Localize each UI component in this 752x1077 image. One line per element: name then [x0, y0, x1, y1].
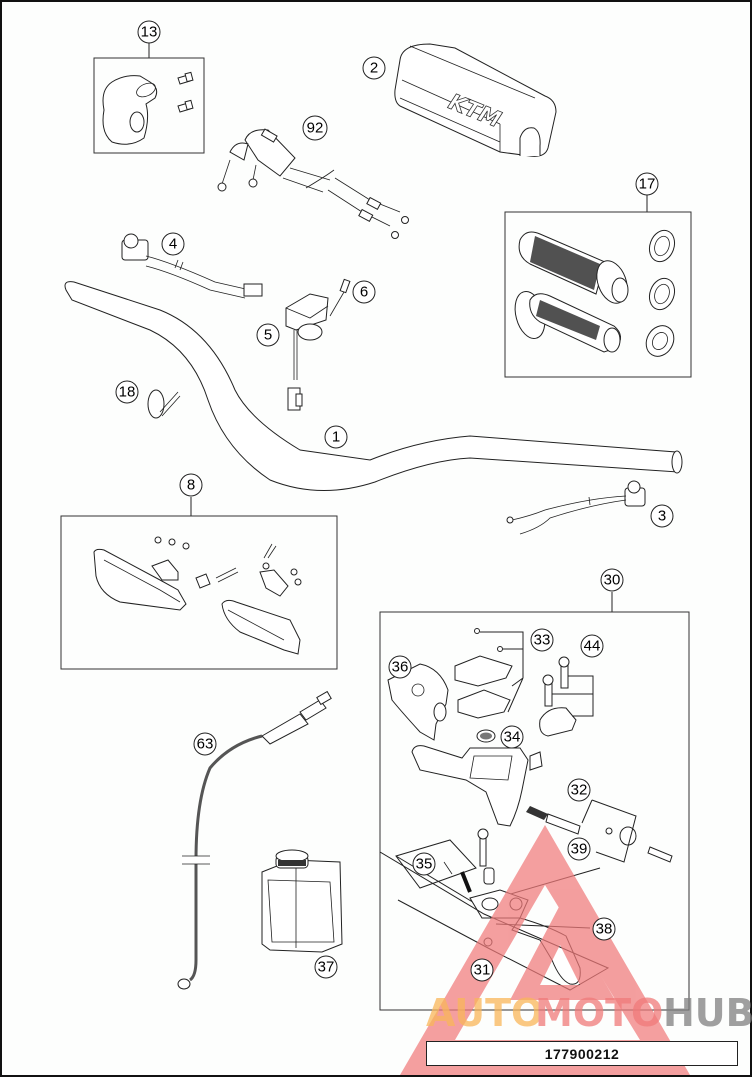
part-30-brake-master-cylinder[interactable]	[379, 592, 690, 1011]
svg-text:37: 37	[318, 959, 335, 976]
svg-text:17: 17	[639, 176, 656, 193]
part-37-cover[interactable]	[387, 663, 449, 741]
part-3-switch-right[interactable]	[506, 480, 646, 535]
callout-44[interactable]: 44	[580, 634, 604, 658]
svg-text:18: 18	[119, 384, 136, 401]
callout-1[interactable]: 1	[324, 425, 348, 449]
callout-38[interactable]: 38	[592, 917, 616, 941]
svg-text:1: 1	[332, 429, 340, 446]
part-32-piston-kit[interactable]	[526, 799, 673, 863]
part-33-reservoir-cap[interactable]	[454, 628, 524, 719]
callout-34[interactable]: 34	[500, 725, 524, 749]
callout-5[interactable]: 5	[256, 323, 280, 347]
svg-text:44: 44	[584, 638, 601, 655]
callout-36[interactable]: 37	[314, 955, 338, 979]
callout-31[interactable]: 31	[470, 958, 494, 982]
watermark-auto: AUTO	[426, 991, 543, 1035]
svg-text:3: 3	[658, 508, 666, 525]
part-44-clamp-bolts[interactable]	[539, 656, 594, 737]
part-1-handlebar[interactable]	[64, 281, 683, 492]
callout-30[interactable]: 30	[600, 568, 624, 592]
svg-text:2: 2	[370, 60, 378, 77]
svg-text:8: 8	[187, 477, 195, 494]
part-63-brake-line[interactable]	[177, 690, 332, 990]
svg-text:39: 39	[571, 841, 588, 858]
reference-number: 177900212	[544, 1045, 620, 1062]
svg-text:6: 6	[360, 284, 368, 301]
svg-text:4: 4	[169, 236, 177, 253]
reference-number-box: 177900212	[426, 1041, 738, 1066]
callout-2[interactable]: 2	[362, 56, 386, 80]
callout-92[interactable]: 92	[302, 115, 328, 141]
part-8-handguards-set[interactable]	[60, 497, 338, 670]
callout-37[interactable]: 36	[388, 655, 412, 679]
watermark-triangle	[400, 825, 690, 1075]
part-18-cable-tie[interactable]	[147, 389, 181, 419]
callout-33[interactable]: 33	[530, 628, 554, 652]
callout-3[interactable]: 3	[650, 504, 674, 528]
part-6-connector[interactable]	[329, 278, 351, 317]
watermark-hub: HUB	[663, 991, 752, 1035]
svg-text:32: 32	[571, 782, 588, 799]
svg-text:33: 33	[534, 632, 551, 649]
svg-text:63: 63	[197, 736, 214, 753]
svg-text:38: 38	[596, 921, 613, 938]
part-master-cylinder-body[interactable]	[411, 745, 543, 827]
svg-text:13: 13	[141, 24, 158, 41]
svg-text:30: 30	[604, 572, 621, 589]
watermark-text: AUTO MOTO HUB	[426, 991, 752, 1035]
svg-text:5: 5	[264, 327, 272, 344]
svg-text:92: 92	[307, 120, 324, 137]
part-92-throttle-cables[interactable]	[217, 128, 409, 239]
svg-text:34: 34	[504, 729, 521, 746]
callout-13[interactable]: 13	[137, 20, 161, 44]
svg-text:36: 36	[392, 659, 409, 676]
watermark-moto: MOTO	[535, 991, 663, 1035]
callout-39[interactable]: 39	[567, 837, 591, 861]
part-17-grips-set[interactable]	[504, 194, 692, 378]
callout-17[interactable]: 17	[635, 172, 659, 196]
callout-8[interactable]: 8	[179, 473, 203, 497]
part-13-throttle-housing[interactable]	[93, 43, 205, 154]
callout-6[interactable]: 6	[352, 280, 376, 304]
callout-4[interactable]: 4	[161, 232, 185, 256]
callout-18[interactable]: 18	[115, 380, 139, 404]
part-2-handlebar-pad[interactable]: KTM	[394, 43, 557, 157]
part-5-start-switch[interactable]	[285, 293, 329, 411]
callout-35[interactable]: 35	[412, 852, 436, 876]
callout-63[interactable]: 63	[193, 732, 217, 756]
part-34-diaphragm[interactable]	[476, 729, 496, 743]
svg-text:35: 35	[416, 856, 433, 873]
svg-text:31: 31	[474, 962, 491, 979]
part-4-switch[interactable]	[121, 233, 263, 299]
callout-32[interactable]: 32	[567, 778, 591, 802]
part-36-brake-fluid[interactable]	[261, 849, 343, 953]
